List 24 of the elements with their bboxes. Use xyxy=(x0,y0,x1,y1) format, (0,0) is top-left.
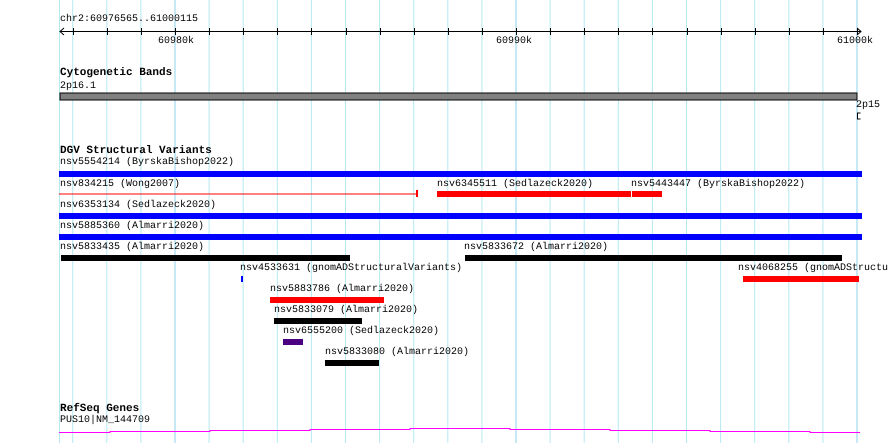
variant-label: nsv5833079 (Almarri2020) xyxy=(274,305,418,316)
variant-label: nsv6353134 (Sedlazeck2020) xyxy=(60,200,216,211)
variant-label: nsv4533631 (gnomADStructuralVariants) xyxy=(240,263,462,274)
variant-label: nsv834215 (Wong2007) xyxy=(60,179,180,190)
scale-tick-label: 60980k xyxy=(158,36,194,47)
variant-label: nsv5443447 (ByrskaBishop2022) xyxy=(631,179,806,190)
variant-label: nsv5833435 (Almarri2020) xyxy=(60,242,204,253)
variant-label: nsv4068255 (gnomADStructu xyxy=(738,263,888,274)
variant-label: nsv5833672 (Almarri2020) xyxy=(464,242,608,253)
scale-tick-label: 61000k xyxy=(837,36,873,47)
track-heading: Cytogenetic Bands xyxy=(60,67,172,79)
variant-label: nsv5885360 (Almarri2020) xyxy=(60,221,204,232)
band-label: 2p15 xyxy=(856,100,880,111)
scale-tick-label: 60990k xyxy=(496,36,532,47)
variant-label: nsv5554214 (ByrskaBishop2022) xyxy=(60,157,234,168)
track-heading: RefSeq Genes xyxy=(60,403,140,415)
track-heading: DGV Structural Variants xyxy=(60,145,212,157)
gene-label: PUS10|NM_144709 xyxy=(60,415,150,426)
coordinate-label: chr2:60976565..61000115 xyxy=(60,14,198,25)
variant-label: nsv5833080 (Almarri2020) xyxy=(325,347,470,358)
variant-label: nsv6555200 (Sedlazeck2020) xyxy=(283,326,440,337)
variant-label: nsv6345511 (Sedlazeck2020) xyxy=(437,179,594,190)
variant-label: nsv5883786 (Almarri2020) xyxy=(270,284,414,295)
band-label: 2p16.1 xyxy=(60,81,96,92)
